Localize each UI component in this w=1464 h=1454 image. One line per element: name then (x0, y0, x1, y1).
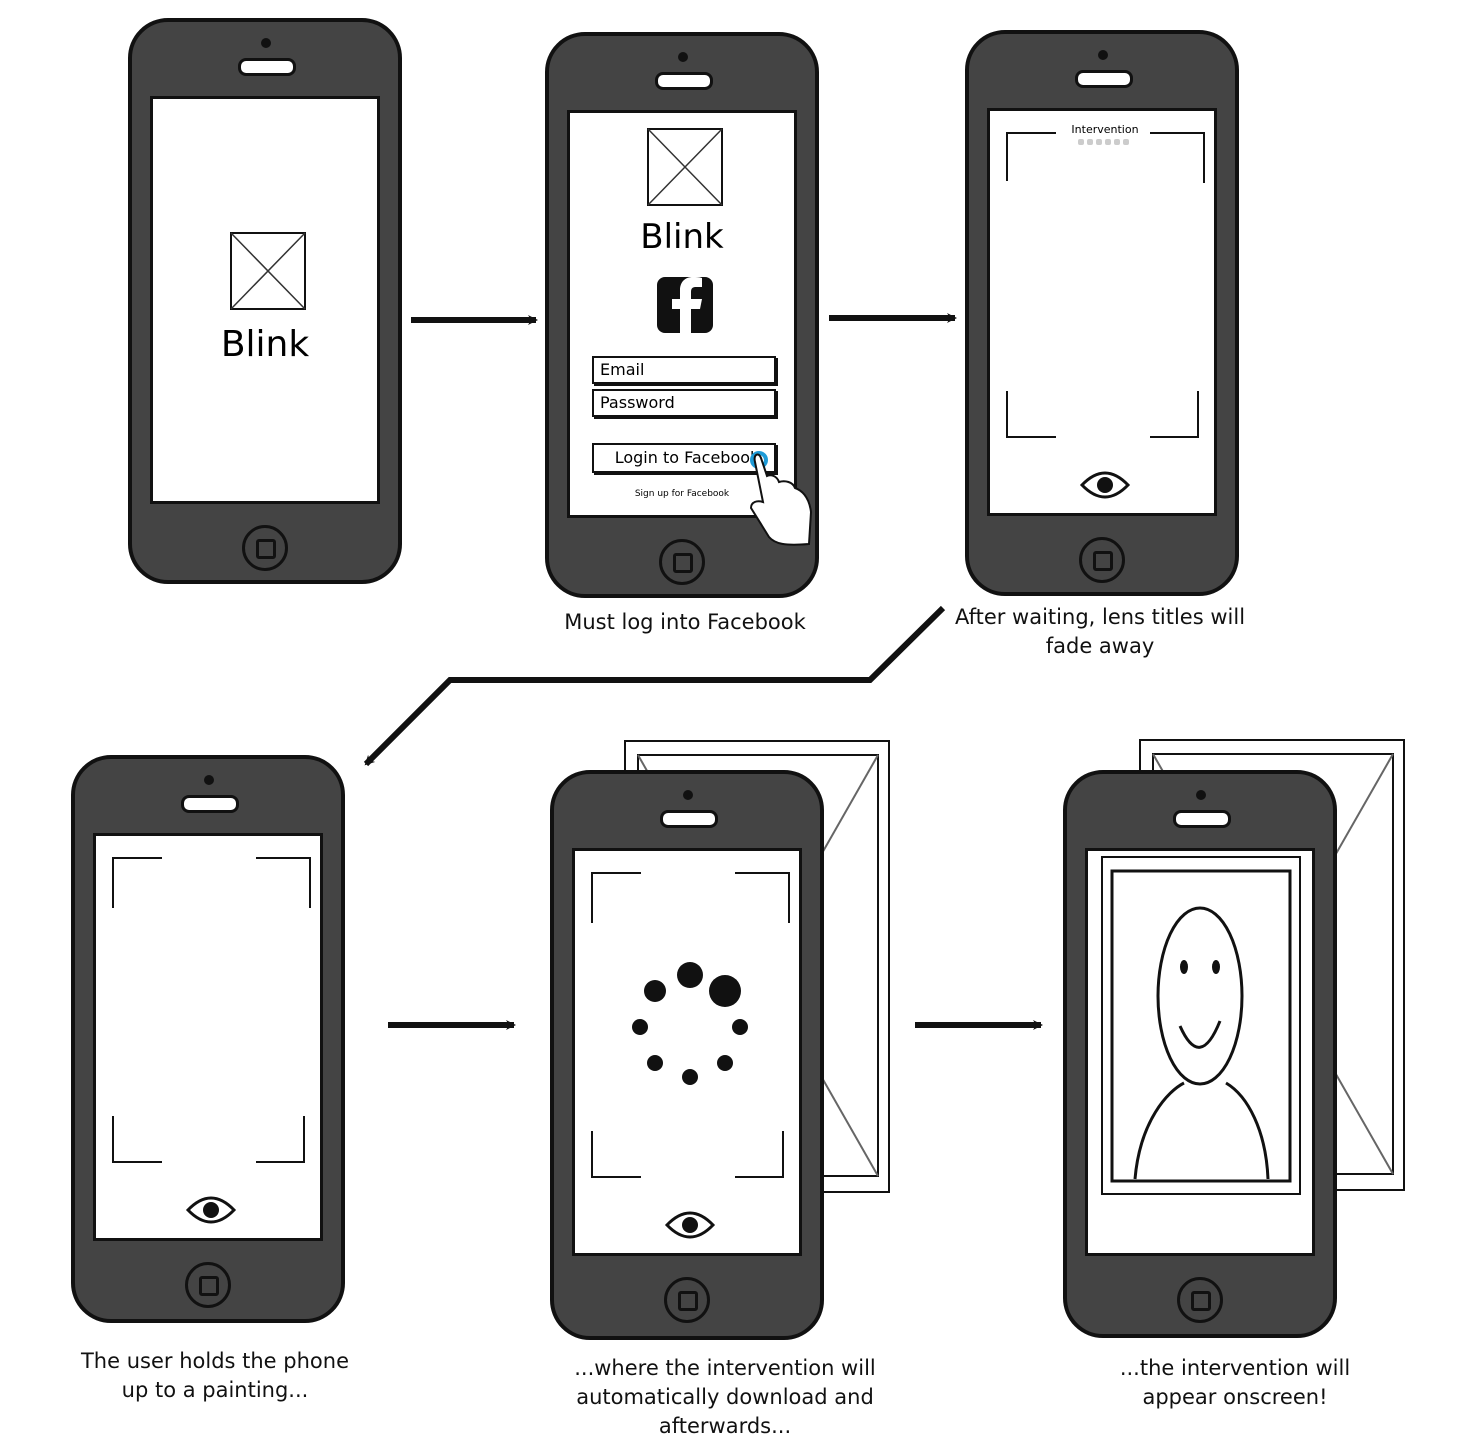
app-name: Blink (640, 217, 724, 257)
lens-title: Intervention (1071, 123, 1139, 136)
logo-placeholder-icon (230, 232, 306, 310)
viewfinder-corners (1006, 132, 1205, 499)
eye-icon (664, 1211, 716, 1239)
home-button[interactable] (664, 1277, 710, 1323)
speaker (238, 58, 296, 76)
facebook-icon (657, 277, 713, 333)
home-button[interactable] (659, 539, 705, 585)
eye-icon (185, 1196, 237, 1224)
home-button[interactable] (242, 525, 288, 571)
arrow-3-to-4 (363, 605, 946, 767)
home-button[interactable] (1177, 1277, 1223, 1323)
caption-step6: ...the intervention will appear onscreen… (1119, 1356, 1351, 1409)
camera-icon (1098, 50, 1108, 60)
logo-placeholder-icon (647, 128, 723, 206)
camera-icon (683, 790, 693, 800)
password-field[interactable]: Password (592, 389, 776, 417)
phone-lens-title: Intervention (965, 30, 1239, 596)
app-name: Blink (220, 324, 310, 365)
home-button[interactable] (185, 1262, 231, 1308)
speaker (655, 72, 713, 90)
caption-step2: Must log into Facebook (564, 610, 806, 634)
screen (1085, 848, 1315, 1256)
screen (93, 833, 323, 1241)
hand-pointer-icon (749, 451, 813, 546)
loading-spinner-icon (632, 962, 748, 1085)
screen: Intervention (987, 108, 1217, 516)
caption-step5: ...where the intervention will automatic… (574, 1356, 876, 1438)
caption-step4: The user holds the phone up to a paintin… (80, 1349, 349, 1402)
camera-icon (1196, 790, 1206, 800)
speaker (1173, 810, 1231, 828)
screen (572, 848, 802, 1256)
home-button[interactable] (1079, 537, 1125, 583)
screen: Blink Email Password Login to Facebook S… (567, 110, 797, 518)
camera-icon (204, 775, 214, 785)
camera-icon (261, 38, 271, 48)
viewfinder-corners (591, 872, 790, 1239)
phone-downloading (550, 770, 824, 1340)
signup-link[interactable]: Sign up for Facebook (634, 489, 730, 499)
speaker (660, 810, 718, 828)
camera-icon (678, 52, 688, 62)
login-facebook-button[interactable]: Login to Facebook (592, 443, 776, 473)
screen: Blink (150, 96, 380, 504)
phone-intervention (1063, 770, 1337, 1338)
speaker (1075, 70, 1133, 88)
intervention-portrait (1101, 856, 1301, 1195)
phone-camera-view (71, 755, 345, 1323)
viewfinder-corners (112, 857, 311, 1224)
email-field[interactable]: Email (592, 356, 776, 384)
speaker (181, 795, 239, 813)
phone-login: Blink Email Password Login to Facebook S… (545, 32, 819, 598)
caption-step3: After waiting, lens titles will fade awa… (954, 605, 1246, 658)
phone-splash: Blink (128, 18, 402, 584)
eye-icon (1079, 471, 1131, 499)
